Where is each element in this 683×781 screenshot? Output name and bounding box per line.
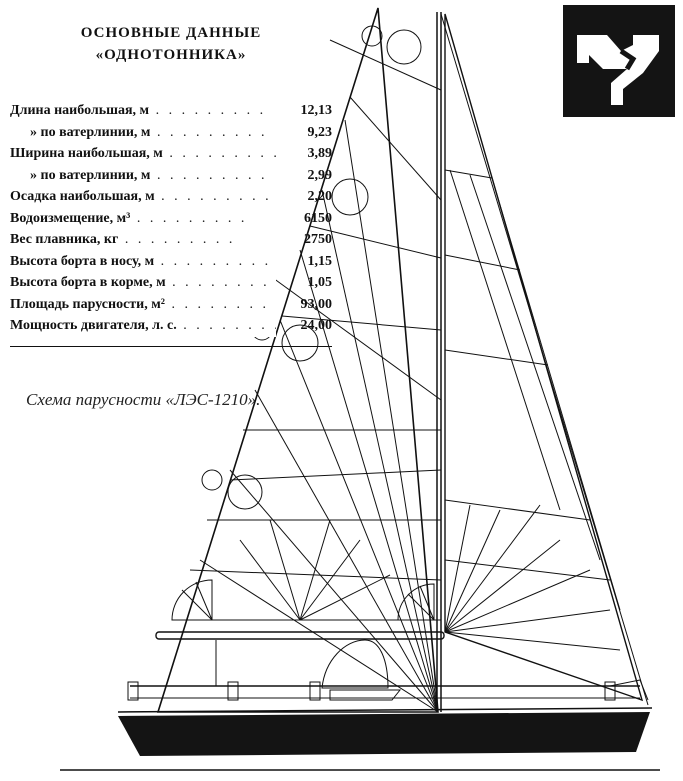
mainsail-seams [444, 169, 621, 611]
table-title-line2: «ОДНОТОННИКА» [95, 47, 247, 63]
mainsail-radial-seams [444, 504, 621, 651]
spec-label: » по ватерлинии, м [30, 124, 151, 140]
spec-label: Ширина наибольшая, м [10, 146, 163, 161]
spec-value: 1,15 [307, 253, 333, 269]
spec-label: Осадка наибольшая, м [10, 189, 155, 204]
spec-value: 12,13 [300, 103, 333, 118]
spec-row: Высота борта в носу, м . . . . . . . . .… [10, 250, 333, 272]
table-divider [10, 346, 332, 347]
spec-value: 2750 [304, 232, 332, 247]
boom [155, 631, 445, 640]
spec-value: 2,99 [307, 167, 333, 183]
spec-label: Водоизмещение, м³ [10, 210, 131, 226]
table-title-line1: ОСНОВНЫЕ ДАННЫЕ [80, 25, 262, 41]
jib-radial-seams [199, 119, 439, 713]
spec-label: Длина наибольшая, м [10, 103, 150, 118]
spec-label: » по ватерлинии, м [30, 167, 151, 183]
spec-row: Осадка наибольшая, м . . . . . . . . . 2… [10, 186, 332, 208]
spec-row: » по ватерлинии, м . . . . . . . . . 2,9… [10, 164, 333, 186]
spec-value: 1,05 [307, 275, 333, 290]
hull [118, 712, 650, 756]
spec-value: 9,23 [307, 124, 333, 140]
jib-foot-fans [171, 519, 435, 621]
spec-value: 24,00 [300, 318, 333, 333]
specs-table: Длина наибольшая, м . . . . . . . . . 12… [10, 100, 332, 337]
jib-sail [156, 7, 439, 713]
deck-window [329, 689, 402, 701]
spec-row: Высота борта в корме, м . . . . . . . . … [10, 272, 332, 294]
stanchions [127, 640, 649, 701]
spec-value: 2,20 [307, 189, 333, 204]
logo-icon [577, 35, 659, 105]
spec-label: Мощность двигателя, л. с. [10, 318, 177, 333]
backstay [440, 13, 649, 706]
spec-label: Вес плавника, кг [10, 232, 119, 247]
jib-seams [176, 39, 442, 621]
spec-value: 3,89 [307, 146, 333, 161]
spec-row: Площадь парусности, м² . . . . . . . . .… [10, 293, 333, 315]
spec-row: Мощность двигателя, л. с. . . . . . . . … [10, 315, 332, 337]
table-title: ОСНОВНЫЕ ДАННЫЕ «ОДНОТОННИКА» [10, 22, 332, 66]
spec-label: Высота борта в носу, м [10, 253, 155, 269]
spec-row: Водоизмещение, м³ . . . . . . . . . 6150 [10, 207, 332, 229]
spec-value: 6150 [304, 210, 332, 226]
spec-label: Высота борта в корме, м [10, 275, 166, 290]
magazine-logo [563, 5, 675, 117]
spec-row: Длина наибольшая, м . . . . . . . . . 12… [10, 100, 332, 122]
figure-caption: Схема парусности «ЛЭС-1210». [26, 390, 261, 409]
spec-value: 93,00 [300, 296, 333, 312]
spec-row: » по ватерлинии, м . . . . . . . . . 9,2… [10, 121, 333, 143]
spec-row: Ширина наибольшая, м . . . . . . . . . 3… [10, 143, 332, 165]
spec-row: Вес плавника, кг . . . . . . . . . 2750 [10, 229, 332, 251]
spec-label: Площадь парусности, м² [10, 296, 165, 312]
cabin [321, 639, 389, 689]
